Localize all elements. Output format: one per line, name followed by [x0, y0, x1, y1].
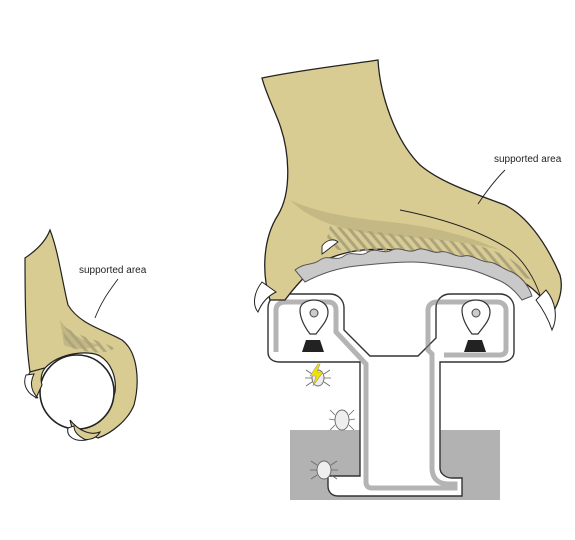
rail-inner-wall [273, 299, 509, 491]
right-foot-pad [294, 248, 533, 301]
right-leg-shade [290, 200, 500, 250]
rail-keyhole-right-dot [471, 308, 481, 318]
left-foot-round-perch: supported area [24, 228, 147, 441]
right-claw-small [321, 239, 339, 255]
mite-icon [328, 409, 356, 431]
left-claw-front [24, 373, 39, 399]
mite-icon [310, 460, 338, 480]
left-supported-area-label: supported area [79, 265, 147, 276]
rail-outer [267, 293, 515, 497]
left-label-pointer [94, 278, 119, 319]
round-perch [39, 354, 115, 430]
right-foot-flat-perch: supported area [254, 59, 562, 332]
right-claw-right [535, 289, 556, 332]
rail-pad-right [464, 340, 486, 352]
left-supported-area [62, 325, 115, 353]
rail-keyhole-left-dot [309, 308, 319, 318]
rail-profile [267, 293, 515, 497]
right-claw-left [254, 281, 277, 313]
left-leg [24, 228, 138, 439]
right-supported-area-label: supported area [494, 154, 562, 165]
right-label-pointer [477, 169, 506, 205]
right-toe-crease [399, 209, 541, 296]
left-claw-back [67, 425, 88, 441]
lightning-icon [309, 363, 324, 387]
rail-pad-left [302, 340, 324, 352]
